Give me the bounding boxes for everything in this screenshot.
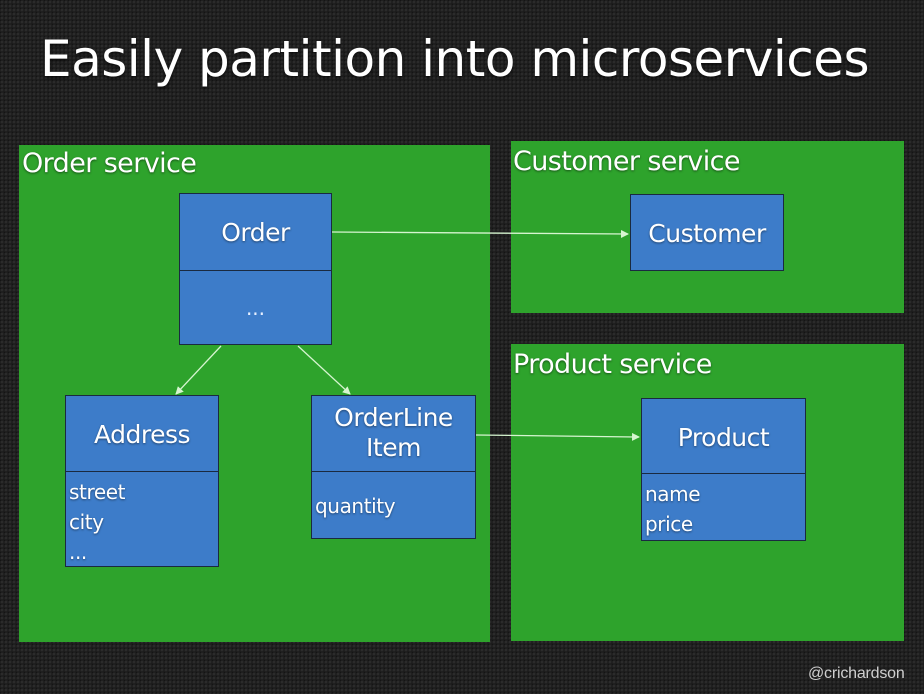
entity-order: Order ...: [179, 193, 332, 345]
customer-service-label: Customer service: [513, 146, 740, 177]
entity-product: Product name price: [641, 398, 806, 541]
product-service-label: Product service: [513, 349, 712, 380]
entity-address-attributes: street city ...: [69, 477, 218, 567]
entity-orderlineitem: OrderLine Item quantity: [311, 395, 476, 539]
entity-customer: Customer: [630, 194, 784, 271]
entity-order-ellipsis: ...: [245, 296, 266, 320]
entity-orderlineitem-divider: [312, 471, 475, 472]
attribute-price: price: [645, 512, 693, 536]
author-credit: @crichardson: [808, 665, 905, 682]
customer-service-container: Customer service: [511, 141, 904, 313]
entity-product-divider: [642, 473, 805, 474]
attribute-ellipsis: ...: [69, 540, 87, 564]
entity-order-name: Order: [221, 217, 290, 247]
entity-address: Address street city ...: [65, 395, 219, 567]
entity-product-name: Product: [677, 422, 770, 452]
entity-address-divider: [66, 471, 218, 472]
attribute-street: street: [69, 480, 126, 504]
entity-orderlineitem-attributes: quantity: [315, 491, 475, 521]
entity-order-divider: [180, 270, 331, 271]
order-service-label: Order service: [22, 148, 197, 179]
entity-customer-name: Customer: [648, 218, 766, 248]
attribute-city: city: [69, 510, 104, 534]
slide-title: Easily partition into microservices: [40, 30, 870, 88]
entity-orderlineitem-name: OrderLine Item: [334, 402, 453, 462]
attribute-quantity: quantity: [315, 494, 396, 518]
attribute-name: name: [645, 482, 701, 506]
entity-product-attributes: name price: [645, 479, 805, 539]
entity-address-name: Address: [93, 419, 191, 449]
